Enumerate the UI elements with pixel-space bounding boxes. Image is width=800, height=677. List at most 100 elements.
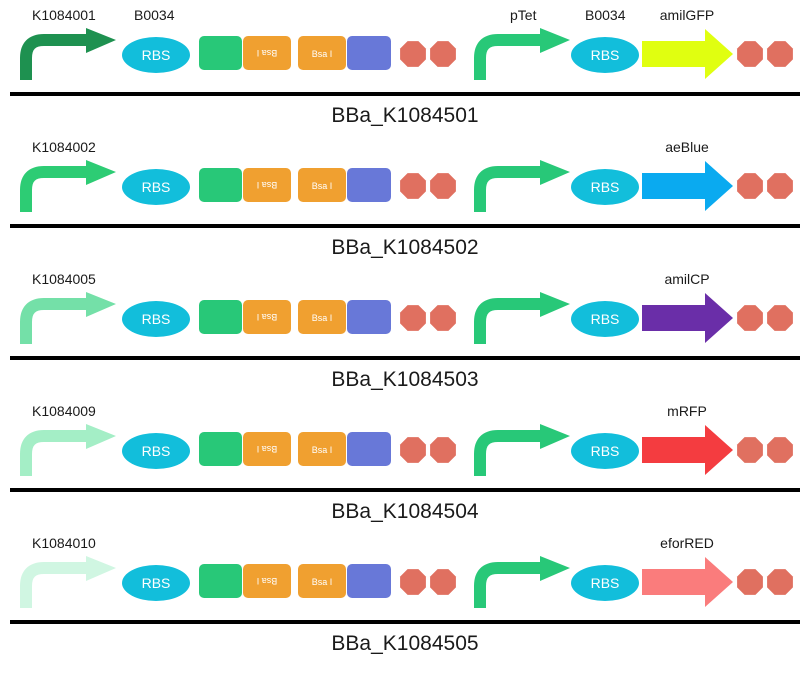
promoter-stem (20, 166, 88, 212)
ptet-promoter-stem (474, 298, 542, 344)
bsa-label-reversed: Bsa I (257, 444, 278, 454)
terminator-icon (430, 305, 456, 331)
terminator-icon (400, 41, 426, 67)
rbs-label: RBS (142, 47, 171, 63)
promoter-stem (20, 34, 88, 80)
blue-block (347, 168, 391, 202)
reporter-gene-arrow (642, 425, 733, 475)
part-name: BBa_K1084501 (331, 104, 478, 127)
ptet-promoter-stem (474, 166, 542, 212)
construct-baseline (10, 488, 800, 492)
gene-label: mRFP (667, 403, 707, 419)
promoter-arrowhead (86, 160, 116, 185)
rbs-ellipse (122, 37, 190, 73)
bsa-site (298, 36, 346, 70)
rbs2-ellipse (571, 301, 639, 337)
bsa-site (298, 168, 346, 202)
rbs-label: RBS (142, 179, 171, 195)
reporter-gene-arrow (642, 29, 733, 79)
rbs-ellipse (122, 169, 190, 205)
terminator-icon (767, 569, 793, 595)
construct-baseline (10, 92, 800, 96)
spacer-block (199, 564, 242, 598)
ptet-promoter-stem (474, 430, 542, 476)
terminator-icon (767, 173, 793, 199)
reporter-gene-arrow (642, 161, 733, 211)
construct-baseline (10, 620, 800, 624)
spacer-block (199, 300, 242, 334)
rbs2-label-text: RBS (591, 47, 620, 63)
bsa-site-reversed (243, 432, 291, 466)
bsa-site-reversed (243, 300, 291, 334)
ptet-promoter-arrowhead (540, 160, 570, 185)
rbs2-ellipse (571, 433, 639, 469)
spacer-block (199, 168, 242, 202)
construct-baseline (10, 356, 800, 360)
part-name: BBa_K1084505 (331, 632, 478, 655)
blue-block (347, 300, 391, 334)
terminator-icon (737, 437, 763, 463)
terminator-icon (737, 41, 763, 67)
reporter-gene-arrow (642, 557, 733, 607)
rbs2-ellipse (571, 169, 639, 205)
blue-block (347, 564, 391, 598)
terminator-icon (430, 173, 456, 199)
rbs2-ellipse (571, 37, 639, 73)
rbs2-label-text: RBS (591, 443, 620, 459)
rbs2-ellipse (571, 565, 639, 601)
terminator-icon (400, 173, 426, 199)
terminator-icon (737, 173, 763, 199)
bsa-site-reversed (243, 564, 291, 598)
blue-block (347, 432, 391, 466)
ptet-promoter-arrowhead (540, 28, 570, 53)
rbs-label: RBS (142, 443, 171, 459)
bsa-label: Bsa I (312, 181, 333, 191)
bsa-site-reversed (243, 168, 291, 202)
terminator-icon (737, 305, 763, 331)
construct-row: K1084009 mRFP RBS Bsa I Bsa I RBS BBa_K1084504 (10, 403, 800, 523)
bsa-label-reversed: Bsa I (257, 312, 278, 322)
bsa-label: Bsa I (312, 445, 333, 455)
promoter-stem (20, 430, 88, 476)
rbs2-label-text: RBS (591, 575, 620, 591)
terminator-icon (430, 437, 456, 463)
promoter-label: K1084009 (32, 403, 96, 419)
promoter-arrowhead (86, 424, 116, 449)
bsa-site-reversed (243, 36, 291, 70)
promoter-label: K1084002 (32, 139, 96, 155)
promoter-label: K1084005 (32, 271, 96, 287)
rbs1-label: B0034 (134, 7, 175, 23)
promoter-arrowhead (86, 556, 116, 581)
promoter-label: K1084001 (32, 7, 96, 23)
rbs2-label: B0034 (585, 7, 626, 23)
rbs-label: RBS (142, 311, 171, 327)
construct-baseline (10, 224, 800, 228)
terminator-icon (767, 41, 793, 67)
ptet-promoter-arrowhead (540, 292, 570, 317)
bsa-site (298, 300, 346, 334)
rbs2-label-text: RBS (591, 179, 620, 195)
bsa-label-reversed: Bsa I (257, 48, 278, 58)
rbs-ellipse (122, 301, 190, 337)
terminator-icon (400, 305, 426, 331)
bsa-label: Bsa I (312, 577, 333, 587)
gene-label: eforRED (660, 535, 714, 551)
ptet-promoter-stem (474, 562, 542, 608)
ptet-promoter-arrowhead (540, 424, 570, 449)
reporter-gene-arrow (642, 293, 733, 343)
gene-label: aeBlue (665, 139, 709, 155)
ptet-promoter-stem (474, 34, 542, 80)
bsa-label-reversed: Bsa I (257, 180, 278, 190)
gene-label: amilCP (664, 271, 709, 287)
spacer-block (199, 432, 242, 466)
promoter-stem (20, 562, 88, 608)
bsa-label-reversed: Bsa I (257, 576, 278, 586)
part-name: BBa_K1084504 (331, 500, 478, 523)
terminator-icon (737, 569, 763, 595)
part-name: BBa_K1084503 (331, 368, 478, 391)
